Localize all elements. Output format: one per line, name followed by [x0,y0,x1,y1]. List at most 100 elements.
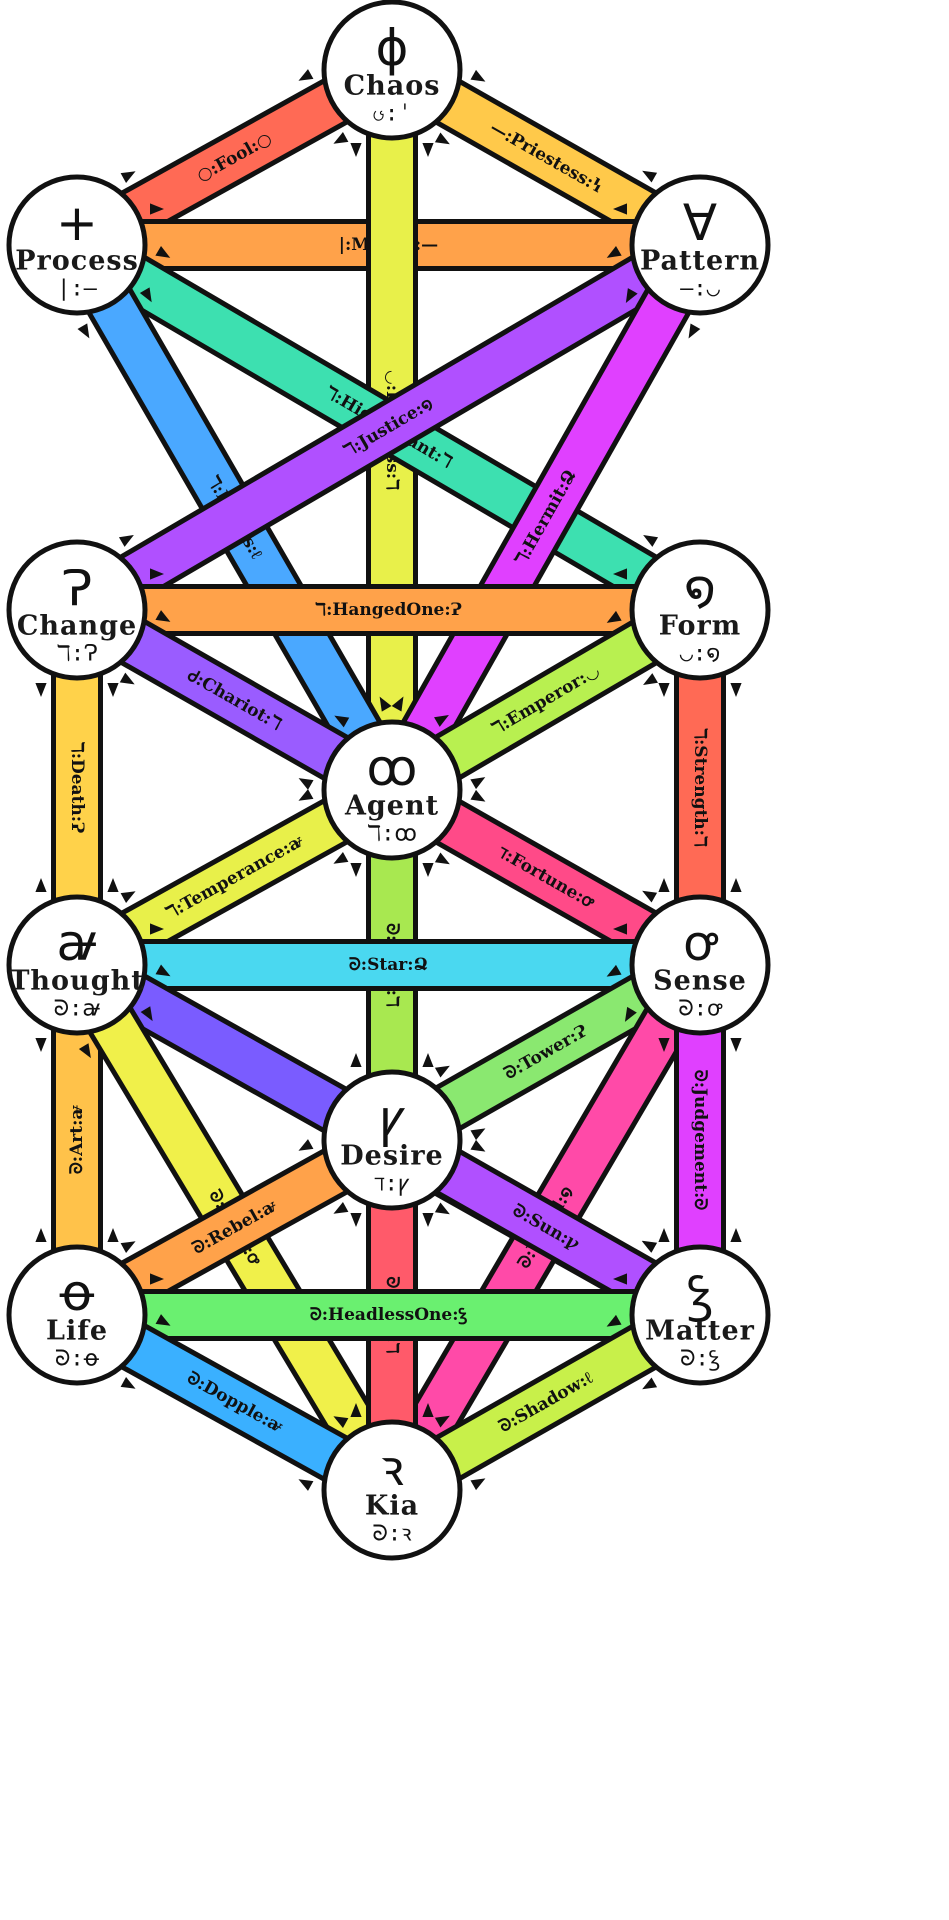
node-sub-glyphs: ᘐ:ꜻ [54,997,101,1022]
direction-arrow-icon [350,863,362,877]
direction-arrow-icon [642,1240,658,1253]
node-name: Pattern [640,246,760,277]
node-glyph-icon: ꝩ [379,1089,405,1147]
direction-arrow-icon [298,778,314,790]
node-glyph-icon: ꝛ [380,1439,404,1497]
path-label: ℸ:HangedOne:Ɂ [315,600,462,620]
direction-arrow-icon [350,1053,362,1067]
path-label: ᘐ:Judgement:ᘐ [690,1070,710,1211]
direction-arrow-icon [150,1273,164,1285]
node-glyph-icon: ꝣ [687,1264,713,1323]
node-glyph-icon: ꝋ [59,1264,94,1322]
direction-arrow-icon [298,789,314,801]
path-headlessone: ᘐ:HeadlessOne:ꝣ [77,1273,700,1357]
node-name: Change [17,611,137,642]
direction-arrow-icon [150,203,164,215]
direction-arrow-icon [155,1314,171,1326]
direction-arrow-icon [434,1202,450,1215]
direction-arrow-icon [150,568,164,580]
direction-arrow-icon [107,683,119,697]
direction-arrow-icon [139,287,152,303]
direction-arrow-icon [107,1228,119,1242]
path-label: ᘐ:HeadlessOne:ꝣ [310,1305,468,1325]
node-sub-glyphs: —:◡ [680,277,720,302]
direction-arrow-icon [613,1273,627,1285]
direction-arrow-icon [613,923,627,935]
path-hangedone: ℸ:HangedOne:Ɂ [77,568,700,652]
direction-arrow-icon [434,852,450,865]
direction-arrow-icon [470,1139,486,1152]
direction-arrow-icon [77,323,90,339]
direction-arrow-icon [107,878,119,892]
path-band [373,234,719,801]
direction-arrow-icon [78,1043,91,1059]
direction-arrow-icon [155,610,171,622]
direction-arrow-icon [624,1006,637,1022]
path-label: ᘐ:Star:Ձ [349,955,428,975]
direction-arrow-icon [730,1228,742,1242]
node-circle [321,719,463,861]
direction-arrow-icon [155,964,171,977]
direction-arrow-icon [613,203,627,215]
direction-arrow-icon [434,1065,450,1078]
node-circle [321,0,463,141]
nodes-layer: ɸChaosၒ:ˈ+Process|:—∀Pattern—:◡ɁChangeℸ:… [6,0,771,1561]
node-glyph-icon: ꜻ [57,914,98,972]
direction-arrow-icon [350,143,362,157]
node-process: +Process|:— [6,174,148,316]
direction-arrow-icon [118,534,134,547]
node-circle [629,539,771,681]
direction-arrow-icon [422,1053,434,1067]
node-sub-glyphs: ℸ:ꝩ [375,1172,410,1197]
node-name: Thought [9,966,144,997]
direction-arrow-icon [35,1228,47,1242]
path-label: ℸ:Death:Ɂ [67,742,87,834]
direction-arrow-icon [155,246,171,258]
direction-arrow-icon [422,1403,434,1417]
direction-arrow-icon [643,673,658,685]
direction-arrow-icon [333,852,349,864]
direction-arrow-icon [613,568,627,580]
node-name: Life [46,1316,108,1347]
node-sub-glyphs: ℸ:ꝏ [367,822,417,847]
direction-arrow-icon [470,1478,486,1491]
node-circle [6,539,148,681]
node-name: Form [659,611,742,642]
direction-arrow-icon [730,1038,742,1052]
direction-arrow-icon [35,1038,47,1052]
node-sub-glyphs: |:— [57,277,97,302]
direction-arrow-icon [120,891,136,903]
node-circle [321,1069,463,1211]
direction-arrow-icon [642,170,658,183]
direction-arrow-icon [350,1213,362,1227]
node-circle [6,174,148,316]
direction-arrow-icon [120,1241,136,1253]
direction-arrow-icon [333,1416,349,1428]
direction-arrow-icon [120,171,136,183]
node-name: Agent [344,791,439,822]
path-star: ᘐ:Star:Ձ [77,923,700,1007]
path-label: ᘐ:Art:ꜻ [67,1105,87,1175]
direction-arrow-icon [422,143,434,157]
node-sub-glyphs: ᘐ:ꝍ [678,997,723,1022]
node-name: Desire [340,1141,443,1172]
direction-arrow-icon [470,1128,486,1141]
node-sub-glyphs: ◡:໑ [680,642,721,667]
node-glyph-icon: Ɂ [62,559,92,617]
direction-arrow-icon [35,683,47,697]
direction-arrow-icon [658,1228,670,1242]
direction-arrow-icon [434,1415,450,1428]
direction-arrow-icon [120,1377,136,1389]
node-glyph-icon: ꝍ [683,914,719,972]
node-glyph-icon: ɸ [376,19,409,77]
direction-arrow-icon [119,672,135,685]
node-sub-glyphs: ℸ:Ɂ [57,642,98,667]
